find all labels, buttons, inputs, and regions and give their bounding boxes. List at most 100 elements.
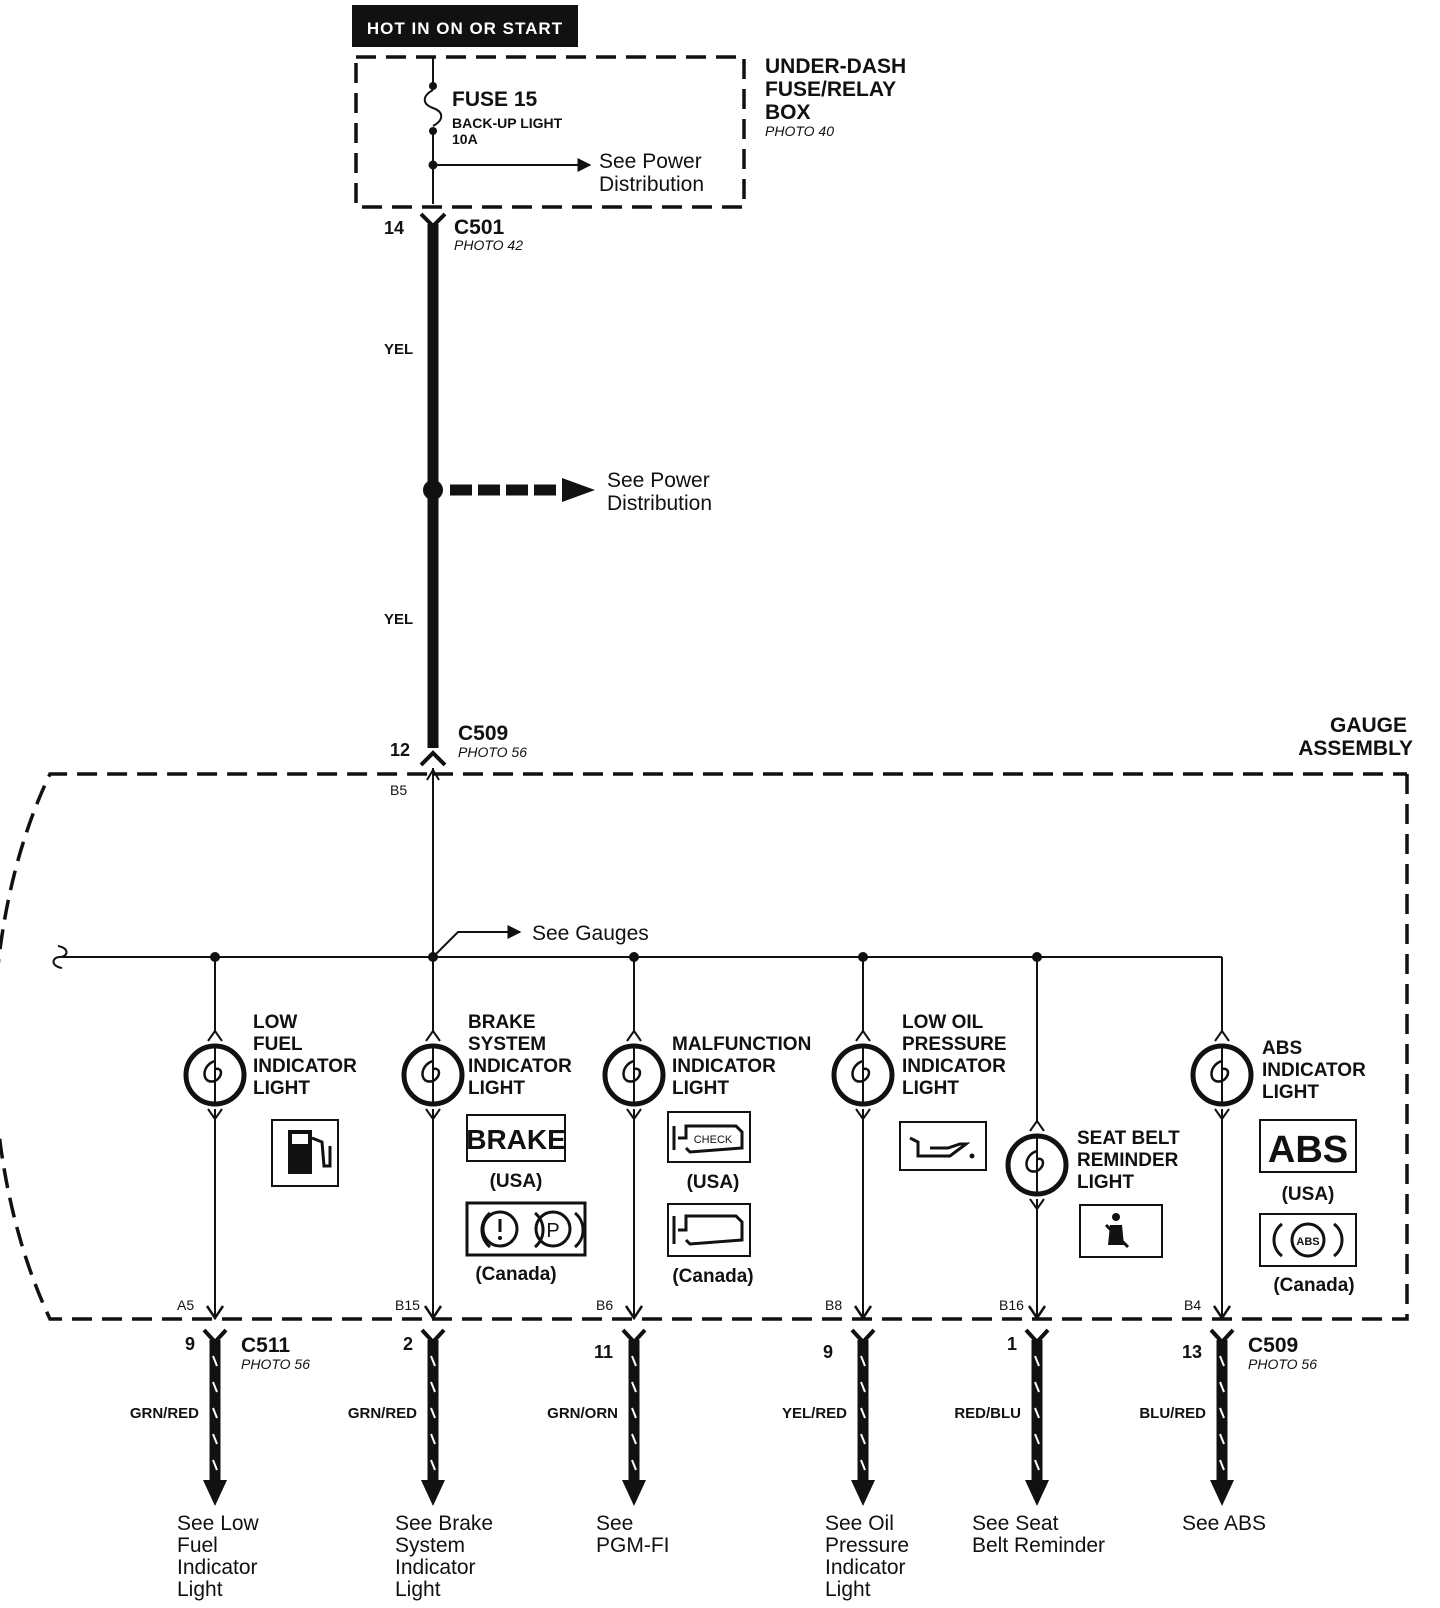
indicator-label-line: SYSTEM (468, 1034, 546, 1055)
indicator-label-line: LIGHT (253, 1078, 310, 1099)
output-wire (202, 1328, 228, 1506)
fuse-rating: 10A (452, 131, 478, 147)
brake-icon: BRAKE (USA) P (Canada) (465, 1114, 587, 1285)
usa-label: (USA) (490, 1171, 543, 1192)
see-reference-line: See Low (177, 1512, 260, 1535)
indicator-bulb (831, 1043, 895, 1107)
gauge-assembly: GAUGE ASSEMBLY See Gauges (0, 714, 1413, 1321)
indicator-column-6: ABSINDICATORLIGHTABS(USA)ABS(Canada)B413… (1139, 956, 1366, 1535)
see-reference-line: Light (177, 1578, 223, 1601)
indicator-label-line: LIGHT (1077, 1172, 1134, 1193)
fuse-box-photo: PHOTO 40 (765, 123, 834, 139)
indicator-label-line: FUEL (253, 1034, 303, 1055)
indicator-bulb (1005, 1133, 1069, 1197)
see-reference-line: Light (825, 1578, 871, 1601)
c509-top-pin: 12 (390, 740, 410, 760)
see-reference-line: Indicator (177, 1556, 258, 1579)
bus-break-symbol (52, 945, 68, 969)
c501-name: C501 (454, 216, 505, 239)
wire-color: RED/BLU (954, 1405, 1021, 1422)
indicator-label-line: LIGHT (902, 1078, 959, 1099)
wire-yel-2: YEL (384, 611, 413, 628)
indicator-label-line: INDICATOR (468, 1056, 572, 1077)
indicator-column-3: MALFUNCTIONINDICATORLIGHTCHECK(USA)(Cana… (547, 952, 811, 1557)
wire-color: GRN/RED (130, 1405, 199, 1422)
connector-pin: 11 (594, 1342, 613, 1362)
see-reference-line: PGM-FI (596, 1534, 670, 1557)
connector-c501: 14 C501 PHOTO 42 (384, 212, 523, 253)
oil-can-icon (899, 1121, 987, 1171)
see-reference-line: Belt Reminder (972, 1534, 1105, 1557)
seat-belt-icon (1079, 1204, 1163, 1258)
usa-label: (USA) (687, 1172, 740, 1193)
inner-pin-label: B15 (395, 1297, 420, 1313)
inner-pin-label: B8 (825, 1297, 842, 1313)
splice-power-ref-1: See Power (607, 469, 710, 492)
inner-pin-label: B6 (596, 1297, 613, 1313)
c501-pin: 14 (384, 218, 404, 238)
canada-label: (Canada) (672, 1266, 753, 1287)
output-wire (1024, 1328, 1050, 1506)
wire-color: YEL/RED (782, 1405, 847, 1422)
fuse-relay-box: UNDER-DASH FUSE/RELAY BOX PHOTO 40 FUSE … (354, 55, 906, 209)
connector-pin: 1 (1007, 1334, 1017, 1354)
svg-text:P: P (546, 1220, 559, 1242)
indicator-bulb (401, 1043, 465, 1107)
indicator-label-line: PRESSURE (902, 1034, 1007, 1055)
see-reference-line: See (596, 1512, 633, 1535)
gauge-assembly-label-2: ASSEMBLY (1298, 737, 1413, 760)
output-wire (850, 1328, 876, 1506)
indicator-bulb (602, 1043, 666, 1107)
fuse-symbol (423, 89, 443, 127)
output-wire (621, 1328, 647, 1506)
indicator-label-line: LIGHT (468, 1078, 525, 1099)
indicator-label-line: BRAKE (468, 1012, 536, 1033)
fuel-pump-icon (271, 1119, 339, 1187)
see-reference-line: See Seat (972, 1512, 1059, 1535)
indicator-label-line: LIGHT (672, 1078, 729, 1099)
see-reference-line: See Brake (395, 1512, 493, 1535)
wire-color: GRN/RED (348, 1405, 417, 1422)
see-reference-line: See Oil (825, 1512, 894, 1535)
indicator-label-line: LOW (253, 1012, 297, 1033)
see-reference-line: Indicator (825, 1556, 906, 1579)
fuse-box-name-1: UNDER-DASH (765, 55, 906, 78)
output-wire (1209, 1328, 1235, 1506)
c501-photo: PHOTO 42 (454, 237, 523, 253)
see-reference-line: Indicator (395, 1556, 476, 1579)
abs-icon: ABS(USA)ABS(Canada) (1259, 1119, 1357, 1296)
gauge-assembly-label-1: GAUGE (1330, 714, 1407, 737)
indicator-bulb (1190, 1043, 1254, 1107)
indicator-column-2: BRAKESYSTEMINDICATORLIGHTBRAKE(USA)P(Can… (348, 952, 587, 1601)
inner-pin-label: B16 (999, 1297, 1024, 1313)
c509-top-name: C509 (458, 722, 508, 745)
fuse-desc: BACK-UP LIGHT (452, 115, 563, 131)
see-gauges-ref: See Gauges (532, 922, 649, 945)
usa-label: (USA) (1282, 1184, 1335, 1205)
main-yel-wire: YEL YEL See Power Distribution (384, 224, 712, 748)
connector-c509-top: 12 C509 PHOTO 56 B5 (390, 722, 527, 798)
hot-label: HOT IN ON OR START (367, 19, 563, 38)
fuse-box-name-2: FUSE/RELAY (765, 78, 896, 101)
fuse-power-ref-2: Distribution (599, 173, 704, 196)
indicator-column-4: LOW OILPRESSUREINDICATORLIGHTB89YEL/REDS… (782, 952, 1007, 1601)
connector-pin: 9 (823, 1342, 833, 1362)
indicator-label-line: INDICATOR (672, 1056, 776, 1077)
abs-canada-text: ABS (1296, 1236, 1319, 1248)
indicator-label-line: ABS (1262, 1038, 1302, 1059)
output-wire (420, 1328, 446, 1506)
wire-yel-1: YEL (384, 341, 413, 358)
indicator-label-line: MALFUNCTION (672, 1034, 811, 1055)
fuse-box-name-3: BOX (765, 101, 811, 124)
wire-color: GRN/ORN (547, 1405, 618, 1422)
connector-pin: 13 (1182, 1342, 1202, 1362)
brake-usa-text: BRAKE (466, 1124, 566, 1155)
canada-label: (Canada) (475, 1264, 556, 1285)
connector-name: C511 (241, 1334, 290, 1357)
connector-photo: PHOTO 56 (241, 1356, 310, 1372)
see-reference-line: Light (395, 1578, 441, 1601)
wire-color: BLU/RED (1139, 1405, 1206, 1422)
splice-power-ref-2: Distribution (607, 492, 712, 515)
